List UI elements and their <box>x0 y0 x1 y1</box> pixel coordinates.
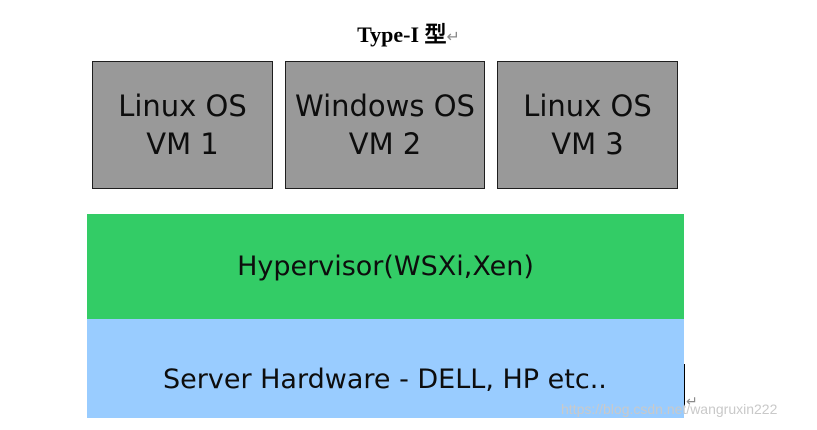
vm-box-3: Linux OS VM 3 <box>497 61 678 189</box>
vm-2-name-label: VM 2 <box>348 127 422 161</box>
vm-3-os-label: Linux OS <box>523 89 652 123</box>
vm-1-name-label: VM 1 <box>146 127 219 161</box>
watermark: https://blog.csdn.net/wangruxin222 <box>561 401 778 417</box>
vm-box-2: Windows OS VM 2 <box>285 61 485 189</box>
hypervisor-layer: Hypervisor(WSXi,Xen) <box>87 214 684 319</box>
title-text: Type-I 型 <box>357 22 447 47</box>
vm-3-name-label: VM 3 <box>551 127 624 161</box>
vm-1-os-label: Linux OS <box>118 89 247 123</box>
return-mark-icon: ↵ <box>446 27 460 46</box>
diagram-title: Type-I 型↵ <box>0 20 817 52</box>
return-mark-icon-bottom: ↵ <box>686 394 698 410</box>
vm-2-os-label: Windows OS <box>295 89 475 123</box>
text-cursor-line <box>684 364 685 406</box>
vm-box-1: Linux OS VM 1 <box>92 61 273 189</box>
hardware-layer: Server Hardware - DELL, HP etc.. <box>87 319 684 418</box>
hardware-label: Server Hardware - DELL, HP etc.. <box>163 364 607 395</box>
hypervisor-label: Hypervisor(WSXi,Xen) <box>237 251 534 282</box>
